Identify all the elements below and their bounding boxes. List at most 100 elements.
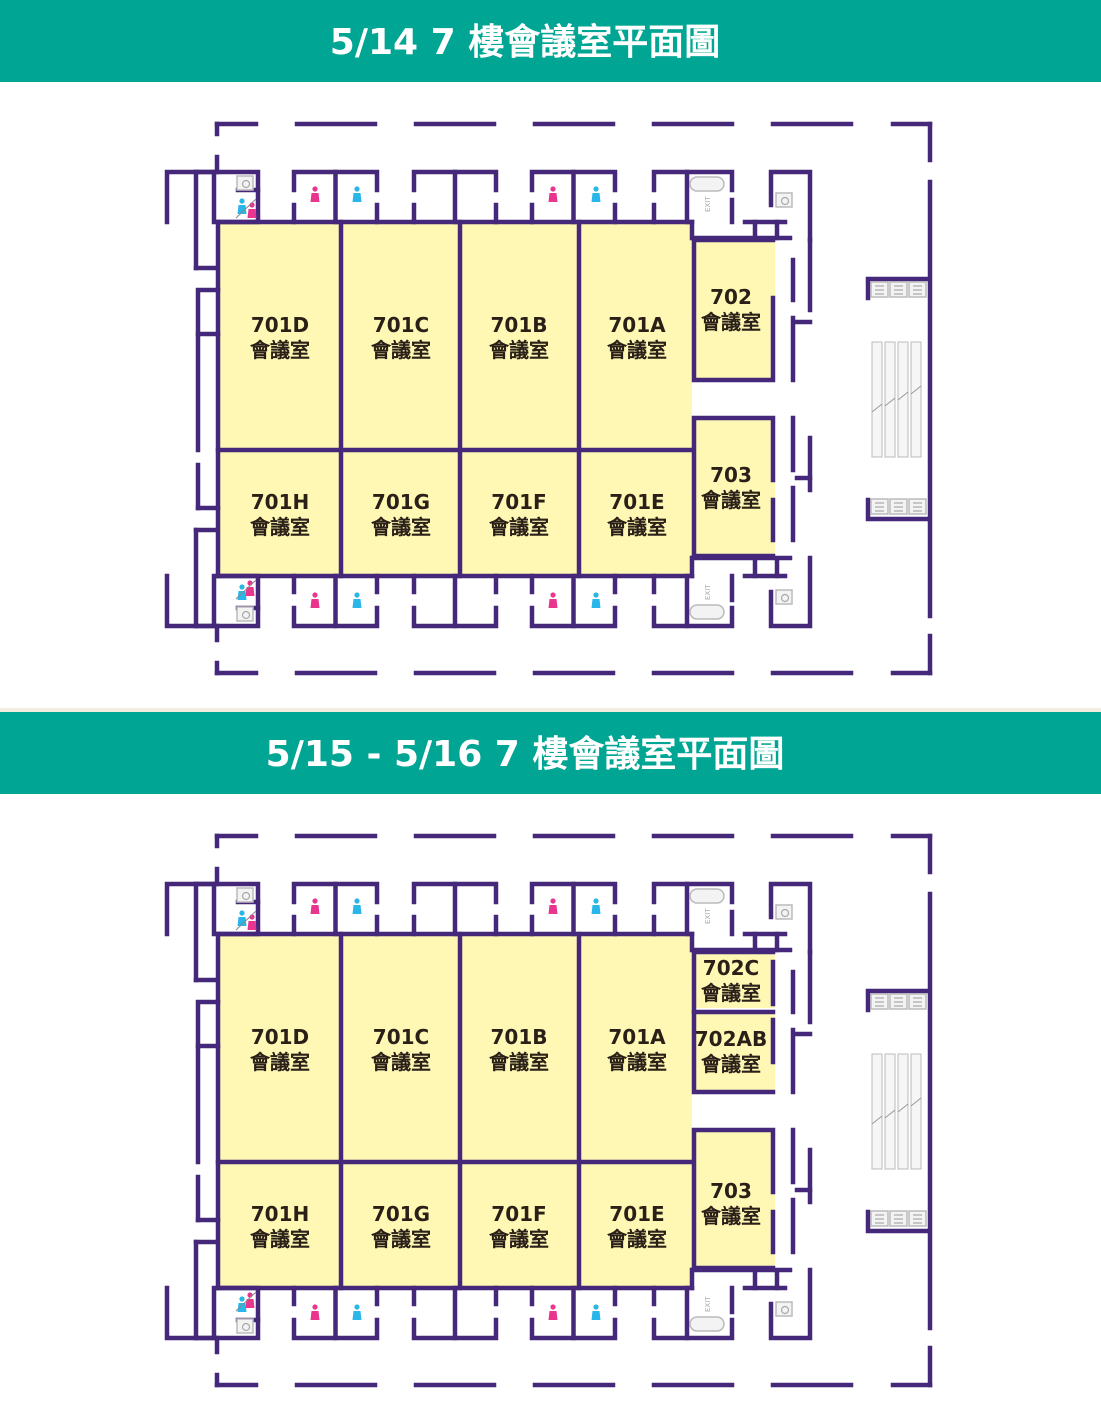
accessible-icon [236,175,254,191]
room-number: 702AB [695,1027,767,1051]
accessible-icon [780,196,790,206]
elevator-icon [894,997,903,1007]
female-restroom-icon [548,599,558,608]
accessible-icon [775,192,793,208]
room-name: 會議室 [250,1050,310,1074]
room-name: 會議室 [250,1227,310,1251]
female-restroom-icon [310,1311,320,1320]
male-icon [239,910,245,916]
escalator-icon [910,1053,922,1170]
male-icon [239,198,245,204]
escalator-icon [871,1053,883,1170]
escalator-icon [871,1053,922,1170]
female-restroom-icon [550,186,556,192]
elevator-icon [875,1214,884,1224]
room-number: 701F [491,1202,546,1226]
room-number: 702 [710,285,752,309]
elevator-icon [870,281,927,298]
room-name: 會議室 [701,1204,761,1228]
female-icon [247,1292,253,1298]
plan-title: 5/14 7 樓會議室平面圖 [330,22,720,63]
wall [865,1209,931,1234]
elevator-icon [913,502,922,512]
header-bar [0,0,1101,82]
male-icon [237,591,247,600]
divider-icon [235,198,257,219]
room-number: 701H [251,490,310,514]
female-restroom-icon [312,898,318,904]
accessible-icon [236,606,254,622]
room-name: 會議室 [701,981,761,1005]
escalator-icon [884,1053,896,1170]
escalator-icon [871,403,883,413]
accessible-icon [775,589,793,605]
elevator-icon [913,1214,922,1224]
wall [651,605,735,629]
male-icon [239,584,245,590]
room-name: 會議室 [607,338,667,362]
elevator-icon [913,997,922,1007]
room-name: 會議室 [371,1050,431,1074]
female-icon [245,587,255,596]
escalator-icon [897,391,909,401]
exit-label: EXIT [704,1296,712,1312]
header-bar [0,712,1101,794]
accessible-icon [780,908,790,918]
wall [164,169,217,225]
section-divider [0,708,1101,712]
wall [164,1285,217,1341]
male-restroom-icon [354,898,360,904]
stair-icon [689,604,725,620]
female-restroom-icon [310,193,320,202]
wall [768,555,813,629]
room-name: 會議室 [371,1227,431,1251]
female-restroom-icon [312,186,318,192]
wall [193,1285,261,1341]
male-restroom-icon [352,599,362,608]
wall [865,988,931,1013]
male-restroom-icon [352,905,362,914]
wall [768,169,813,243]
elevator-icon [870,498,927,515]
room-number: 703 [710,1179,752,1203]
stair-icon [689,888,725,904]
escalator-icon [871,341,922,458]
elevator-icon [894,1214,903,1224]
room-number: 701G [372,490,430,514]
female-icon [245,1299,255,1308]
escalator-icon [897,1053,909,1170]
plan-header: 5/15 - 5/16 7 樓會議室平面圖 [0,712,1101,794]
male-restroom-icon [591,193,601,202]
female-restroom-icon [310,599,320,608]
wall [768,1267,813,1341]
female-icon [247,580,253,586]
male-restroom-icon [593,186,599,192]
room-number: 701E [609,490,664,514]
elevator-icon [913,285,922,295]
meeting-hall-area [218,934,692,1288]
room-name: 會議室 [250,338,310,362]
room-area-702C [693,952,775,1008]
escalator-icon [884,1109,896,1119]
wall [865,276,931,301]
male-icon [237,917,247,926]
male-restroom-icon [352,193,362,202]
accessible-icon [241,610,251,620]
male-icon [237,205,247,214]
wall [164,573,217,629]
room-number: 701F [491,490,546,514]
